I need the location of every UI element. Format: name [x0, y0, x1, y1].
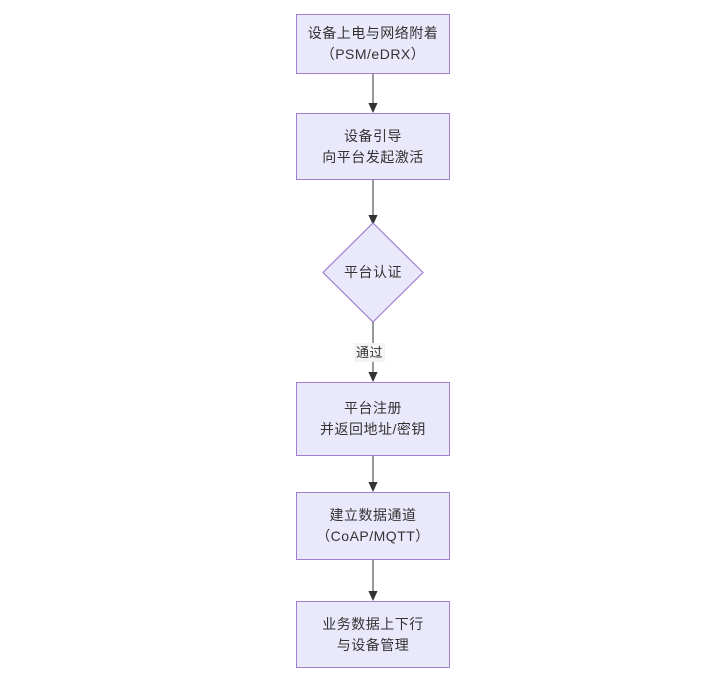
- flow-edge-channel-to-business: [365, 560, 381, 601]
- flow-node-platform-register-line-1: 平台注册: [344, 400, 402, 416]
- flow-node-bootstrap-line-1: 设备引导: [344, 127, 402, 144]
- flow-edge-register-to-channel: [365, 456, 381, 492]
- arrowhead-icon: [368, 482, 378, 492]
- flow-node-platform-auth-label: 平台认证: [344, 264, 402, 280]
- flow-node-data-channel-line-2: （CoAP/MQTT）: [316, 528, 430, 544]
- flow-node-bootstrap[interactable]: 设备引导 向平台发起激活: [296, 113, 450, 180]
- flow-edge-power-on-to-bootstrap: [365, 74, 381, 113]
- arrowhead-icon: [368, 103, 378, 113]
- flow-node-data-channel[interactable]: 建立数据通道 （CoAP/MQTT）: [296, 492, 450, 560]
- arrowhead-icon: [368, 372, 378, 382]
- flow-edge-label-pass: 通过: [354, 343, 386, 362]
- flow-node-business-data-line-1: 业务数据上下行: [322, 615, 424, 632]
- flow-node-data-channel-line-1: 建立数据通道: [329, 507, 417, 523]
- flow-node-business-data-line-2: 与设备管理: [336, 636, 410, 653]
- flow-edge-bootstrap-to-auth: [365, 180, 381, 225]
- flow-node-bootstrap-line-2: 向平台发起激活: [322, 148, 424, 165]
- flow-node-platform-register-line-2: 并返回地址/密钥: [320, 421, 426, 437]
- flow-node-power-on[interactable]: 设备上电与网络附着 （PSM/eDRX）: [296, 14, 450, 74]
- flow-node-power-on-line-1: 设备上电与网络附着: [307, 25, 439, 41]
- flow-node-business-data[interactable]: 业务数据上下行 与设备管理: [296, 601, 450, 668]
- arrowhead-icon: [368, 591, 378, 601]
- arrowhead-icon: [368, 215, 378, 225]
- flow-node-power-on-line-2: （PSM/eDRX）: [320, 46, 426, 62]
- flow-node-platform-auth[interactable]: 平台认证: [322, 222, 424, 323]
- flow-node-platform-register[interactable]: 平台注册 并返回地址/密钥: [296, 382, 450, 456]
